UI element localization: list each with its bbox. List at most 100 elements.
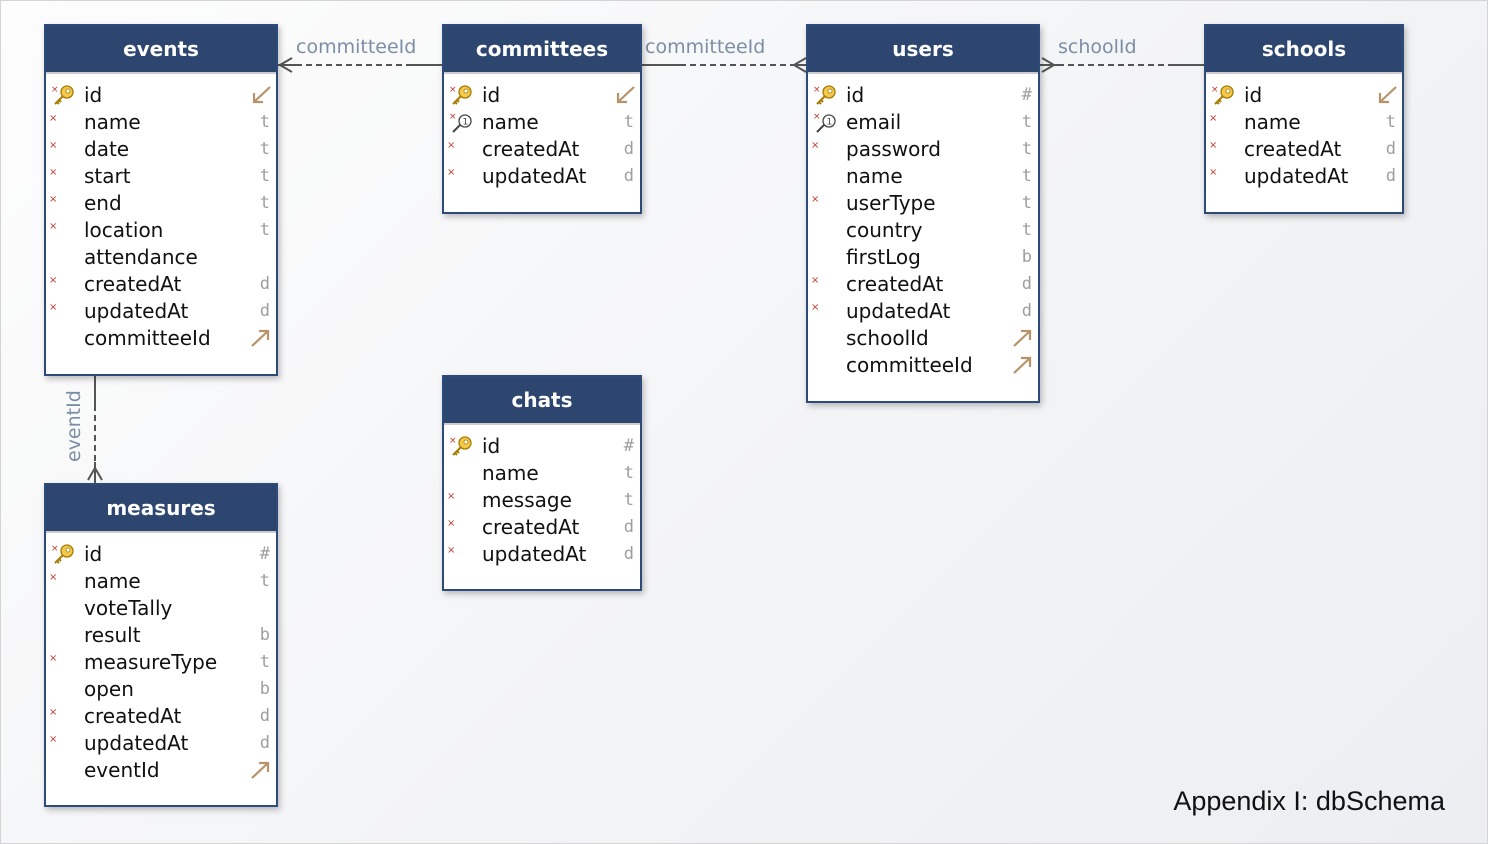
field-row[interactable]: ×id	[444, 82, 640, 109]
field-type: t	[259, 112, 270, 132]
not-null-icon: ×	[447, 491, 456, 502]
svg-text:×: ×	[813, 112, 821, 122]
field-type: t	[259, 166, 270, 186]
field-name: updatedAt	[846, 299, 951, 323]
field-name: createdAt	[84, 704, 182, 728]
field-row[interactable]: committeeId	[46, 325, 276, 352]
not-null-icon: ×	[811, 275, 820, 286]
field-name: end	[84, 191, 122, 215]
field-row[interactable]: ×id#	[444, 433, 640, 460]
field-type: t	[1021, 139, 1032, 159]
field-name: voteTally	[84, 596, 173, 620]
field-row[interactable]: ×id#	[46, 541, 276, 568]
field-name: start	[84, 164, 131, 188]
field-name: message	[482, 488, 572, 512]
field-row[interactable]: voteTally	[46, 595, 276, 622]
field-type: b	[259, 679, 270, 699]
relation-label: schoolId	[1058, 36, 1137, 58]
field-name: schoolId	[846, 326, 929, 350]
field-name: id	[482, 83, 501, 107]
table-title: users	[808, 26, 1038, 74]
table-title: measures	[46, 485, 276, 533]
field-name: updatedAt	[1244, 164, 1349, 188]
field-row[interactable]: schoolId	[808, 325, 1038, 352]
field-type: t	[1021, 166, 1032, 186]
field-type: d	[1021, 301, 1032, 321]
field-name: result	[84, 623, 141, 647]
field-row[interactable]: ×id	[1206, 82, 1402, 109]
field-row[interactable]: ×id#	[808, 82, 1038, 109]
not-null-icon: ×	[447, 518, 456, 529]
field-row[interactable]: committeeId	[808, 352, 1038, 379]
field-name: id	[84, 542, 103, 566]
svg-text:×: ×	[813, 85, 821, 95]
not-null-icon: ×	[49, 113, 58, 124]
foreign-key-icon	[250, 760, 272, 780]
field-type: #	[259, 544, 270, 564]
field-row[interactable]: attendance	[46, 244, 276, 271]
field-name: measureType	[84, 650, 218, 674]
not-null-icon: ×	[49, 302, 58, 313]
field-name: attendance	[84, 245, 198, 269]
not-null-icon: ×	[447, 140, 456, 151]
field-row[interactable]: eventId	[46, 757, 276, 784]
field-name: location	[84, 218, 164, 242]
field-row[interactable]: × name t	[46, 109, 276, 136]
caption: Appendix I: dbSchema	[1173, 786, 1445, 816]
field-name: createdAt	[1244, 137, 1342, 161]
field-name: id	[84, 83, 103, 107]
field-name: name	[84, 110, 141, 134]
primary-key-icon: ×	[813, 84, 839, 106]
field-type: t	[623, 463, 634, 483]
field-name: createdAt	[84, 272, 182, 296]
field-row[interactable]: ×id	[46, 82, 276, 109]
referenced-key-icon	[614, 85, 636, 105]
table-title: committees	[444, 26, 640, 74]
foreign-key-icon	[250, 328, 272, 348]
field-name: updatedAt	[84, 731, 189, 755]
not-null-icon: ×	[49, 194, 58, 205]
field-type: d	[259, 301, 270, 321]
